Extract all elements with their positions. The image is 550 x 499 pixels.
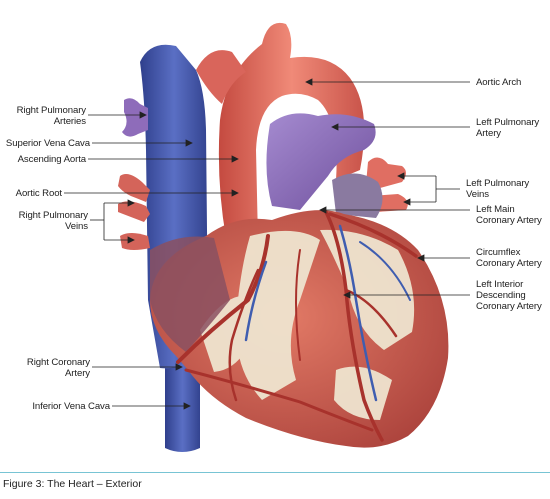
left-pulmonary-artery-shape <box>266 113 376 210</box>
label-left-pulmonary-veins: Left Pulmonary Veins <box>466 178 530 200</box>
label-right-coronary-artery: Right Coronary Artery <box>26 357 90 379</box>
label-left-main-coronary-artery: Left Main Coronary Artery <box>476 204 542 226</box>
caption-figure-number: Figure 3: <box>3 478 45 490</box>
label-aortic-arch: Aortic Arch <box>476 77 522 88</box>
label-inferior-vena-cava: Inferior Vena Cava <box>32 401 110 412</box>
right-pulmonary-veins-shape <box>118 174 150 250</box>
label-ascending-aorta: Ascending Aorta <box>17 154 86 165</box>
left-atrium-shape <box>332 173 383 218</box>
caption-title: The Heart – Exterior <box>47 478 142 490</box>
figure-caption: Figure 3: The Heart – Exterior <box>3 478 142 490</box>
leader-lines <box>64 78 470 410</box>
label-aortic-root: Aortic Root <box>15 188 62 199</box>
label-superior-vena-cava: Superior Vena Cava <box>5 138 90 149</box>
heart-diagram <box>64 22 470 452</box>
coronary-vessels <box>176 210 418 442</box>
right-atrium-shape <box>150 236 230 352</box>
label-right-pulmonary-veins: Right Pulmonary Veins <box>18 210 89 232</box>
label-left-interior-descending-coronary-artery: Left Interior Descending Coronary Artery <box>476 279 542 312</box>
aorta-shape <box>218 22 365 240</box>
right-pulmonary-arteries-shape <box>122 98 148 137</box>
label-right-pulmonary-arteries: Right Pulmonary Arteries <box>16 105 87 127</box>
label-circumflex-coronary-artery: Circumflex Coronary Artery <box>476 247 542 269</box>
caption-divider <box>0 472 550 473</box>
brachiocephalic-shape <box>196 50 246 104</box>
label-left-pulmonary-artery: Left Pulmonary Artery <box>476 117 540 139</box>
